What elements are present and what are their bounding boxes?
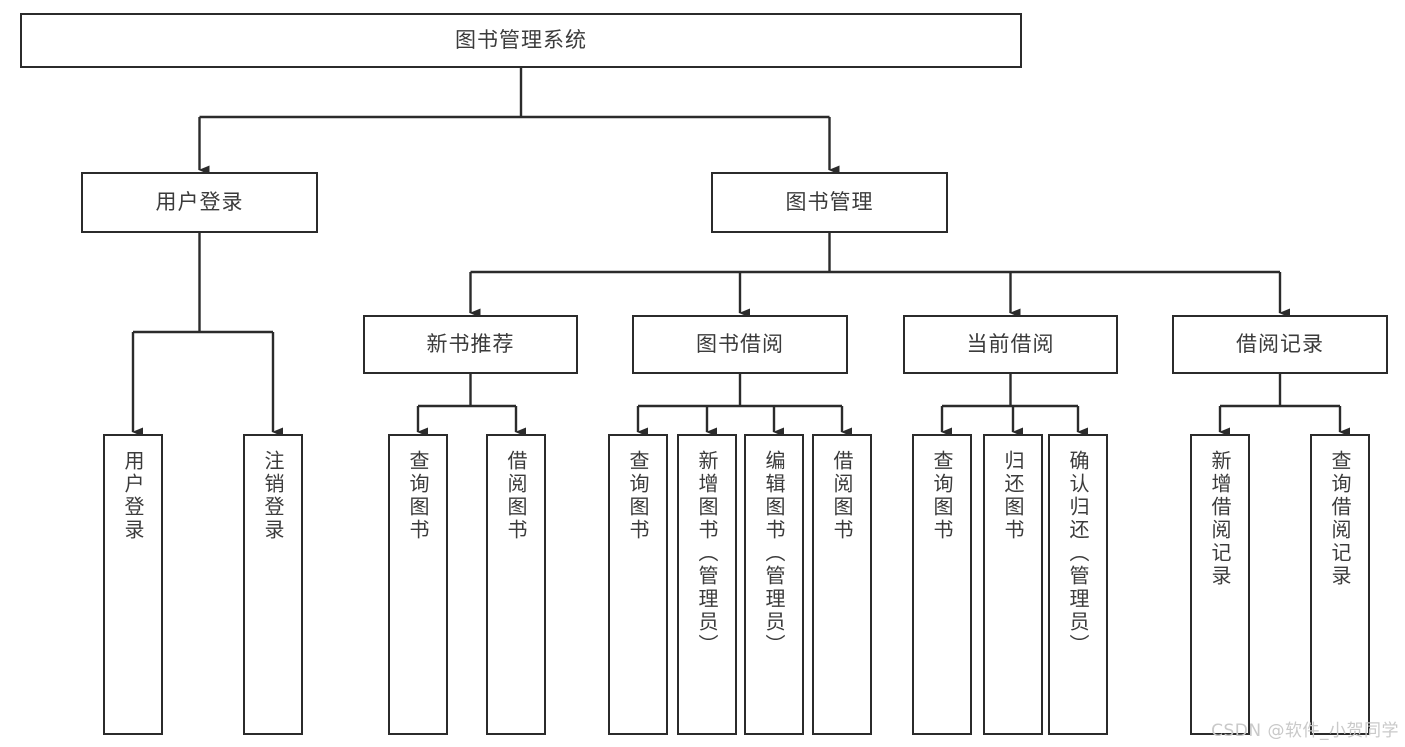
node-level3-3[interactable]: 借阅记录 [1172,315,1388,374]
node-leaf-3[interactable]: 借阅图书 [486,434,546,735]
node-leaf-2[interactable]: 查询图书 [388,434,448,735]
node-label: 图书借阅 [696,332,784,357]
node-label: 借阅记录 [1236,332,1324,357]
node-label: 查询图书 [626,450,650,542]
watermark-text: CSDN @软件_小贺同学 [1211,721,1399,741]
node-label: 新书推荐 [426,332,515,357]
node-level2-1[interactable]: 图书管理 [711,172,948,233]
node-level3-1[interactable]: 图书借阅 [632,315,848,374]
node-leaf-11[interactable]: 新增借阅记录 [1190,434,1250,735]
node-label: 查询图书 [406,450,430,542]
node-leaf-4[interactable]: 查询图书 [608,434,668,735]
node-label: 借阅图书 [830,450,854,542]
node-label: 图书管理系统 [455,28,587,53]
node-label: 新增借阅记录 [1208,450,1232,588]
node-leaf-12[interactable]: 查询借阅记录 [1310,434,1370,735]
node-label: 当前借阅 [966,332,1055,357]
node-level3-0[interactable]: 新书推荐 [363,315,578,374]
node-label: 归还图书 [1001,450,1025,542]
node-label: 借阅图书 [504,450,528,542]
node-label: 新增图书（管理员） [695,450,719,657]
node-label: 注销登录 [261,450,285,542]
node-label: 确认归还（管理员） [1066,450,1090,657]
node-label: 查询图书 [930,450,954,542]
node-level3-2[interactable]: 当前借阅 [903,315,1118,374]
node-label: 用户登录 [155,190,244,215]
node-leaf-0[interactable]: 用户登录 [103,434,163,735]
node-leaf-5[interactable]: 新增图书（管理员） [677,434,737,735]
node-label: 编辑图书（管理员） [762,450,786,657]
node-leaf-8[interactable]: 查询图书 [912,434,972,735]
node-root-system[interactable]: 图书管理系统 [20,13,1022,68]
node-leaf-9[interactable]: 归还图书 [983,434,1043,735]
node-label: 图书管理 [785,190,874,215]
node-leaf-10[interactable]: 确认归还（管理员） [1048,434,1108,735]
node-label: 用户登录 [121,450,145,542]
node-label: 查询借阅记录 [1328,450,1352,588]
node-level2-0[interactable]: 用户登录 [81,172,318,233]
node-leaf-7[interactable]: 借阅图书 [812,434,872,735]
node-leaf-1[interactable]: 注销登录 [243,434,303,735]
node-leaf-6[interactable]: 编辑图书（管理员） [744,434,804,735]
